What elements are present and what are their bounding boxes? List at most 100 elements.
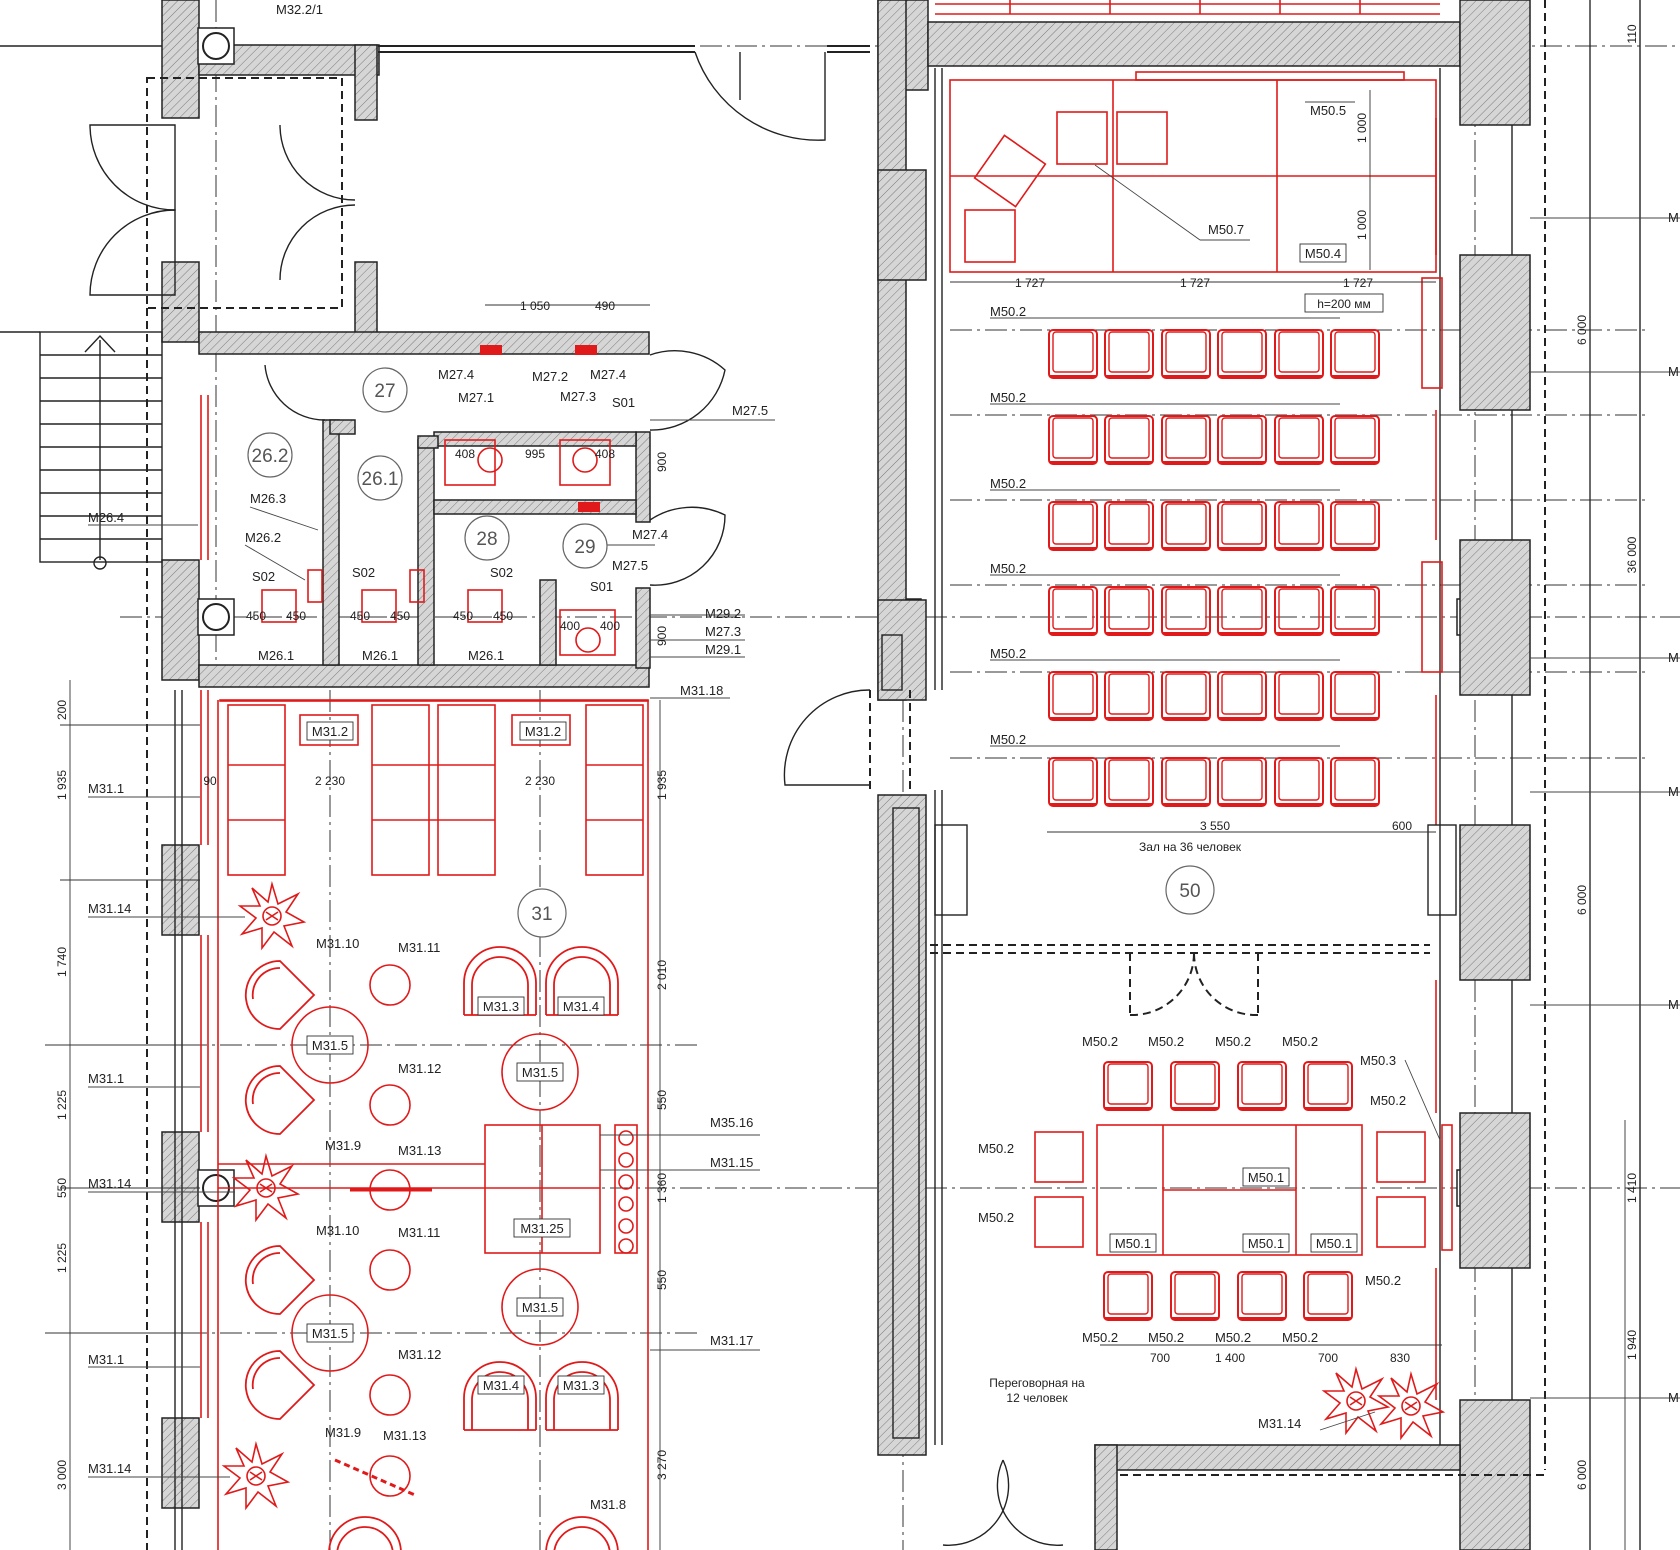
dim-408-a: 408	[455, 447, 475, 461]
chair-icon	[1103, 1061, 1153, 1111]
dim-1935-b: 1 935	[655, 770, 669, 800]
dim-110: 110	[1625, 24, 1639, 43]
tag-m26-4: М26.4	[88, 510, 124, 525]
tag-m50-2-bot3: М50.2	[1215, 1330, 1251, 1345]
tag-m50-1-d: М50.1	[1316, 1236, 1352, 1251]
hall-caption: Зал на 36 человек	[1139, 840, 1242, 854]
door-swing-icon	[89, 124, 176, 211]
armchair-icon	[463, 1361, 537, 1431]
dim-1740: 1 740	[55, 947, 69, 977]
dim-1400: 1 400	[1215, 1351, 1245, 1365]
tag-m50-2-row5: М50.2	[990, 646, 1026, 661]
dim-6000-c: 6 000	[1575, 1460, 1589, 1490]
stairs	[0, 45, 163, 570]
chair-icon	[1303, 1061, 1353, 1111]
dim-1940: 1 940	[1625, 1330, 1639, 1360]
tag-m-cut-5: М	[1668, 997, 1679, 1012]
room-number-26-2: 26.2	[252, 446, 289, 467]
tag-m27-3-b: М27.3	[705, 624, 741, 639]
tag-m31-5-b: М31.5	[522, 1065, 558, 1080]
tag-m50-1-c: М50.1	[1248, 1236, 1284, 1251]
meeting-caption-line1: Переговорная на	[989, 1376, 1085, 1390]
tag-m31-17: М31.17	[710, 1333, 753, 1348]
chair-icon	[1217, 757, 1267, 807]
tag-m26-1-3: М26.1	[468, 648, 504, 663]
chair-icon	[1330, 329, 1380, 379]
tag-m50-4: М50.4	[1305, 246, 1341, 261]
dim-1225-b: 1 225	[55, 1243, 69, 1273]
tag-m29-2: М29.2	[705, 606, 741, 621]
tag-m-cut-4: М	[1668, 784, 1679, 799]
dim-400-b: 400	[600, 619, 620, 633]
tag-m31-13-b: М31.13	[383, 1428, 426, 1443]
dim-3270: 3 270	[655, 1450, 669, 1480]
dim-2010: 2 010	[655, 960, 669, 990]
tag-m31-12-a: М31.12	[398, 1061, 441, 1076]
tag-m31-3-b: М31.3	[563, 1378, 599, 1393]
chair-icon	[1161, 671, 1211, 721]
tag-m50-2-row2: М50.2	[990, 390, 1026, 405]
tag-m31-14-a: М31.14	[88, 901, 131, 916]
chair-icon	[1237, 1061, 1287, 1111]
chair-icon	[1048, 501, 1098, 551]
tag-m31-10-b: М31.10	[316, 1223, 359, 1238]
chair-icon	[1274, 586, 1324, 636]
dim-900-a: 900	[655, 452, 669, 472]
tag-m50-2-top1: М50.2	[1082, 1034, 1118, 1049]
tag-m31-25: М31.25	[520, 1221, 563, 1236]
dim-1935-a: 1 935	[55, 770, 69, 800]
tag-m50-2-top3: М50.2	[1215, 1034, 1251, 1049]
tag-m31-15: М31.15	[710, 1155, 753, 1170]
armchair-icon	[545, 1361, 619, 1431]
meeting-chairs	[1103, 1061, 1353, 1321]
dim-3000: 3 000	[55, 1460, 69, 1490]
dim-1000-b: 1 000	[1355, 210, 1369, 240]
chair-icon	[1104, 329, 1154, 379]
tag-m50-2-left2: М50.2	[978, 1210, 1014, 1225]
chair-icon	[1330, 501, 1380, 551]
chair-icon	[1161, 757, 1211, 807]
meeting-caption-line2: 12 человек	[1006, 1391, 1068, 1405]
chair-icon	[1274, 757, 1324, 807]
tag-m26-2: М26.2	[245, 530, 281, 545]
wc-fixtures	[261, 345, 616, 656]
chair-icon	[1170, 1061, 1220, 1111]
dim-6000-b: 6 000	[1575, 885, 1589, 915]
dim-450-c: 450	[350, 609, 370, 623]
armchair-icon	[244, 960, 315, 1030]
dim-36000: 36 000	[1625, 536, 1639, 573]
dim-1225-a: 1 225	[55, 1090, 69, 1120]
dim-200: 200	[55, 700, 69, 720]
tag-m50-7: М50.7	[1208, 222, 1244, 237]
room-number-29: 29	[574, 537, 595, 558]
tag-m31-4-a: М31.4	[563, 999, 599, 1014]
tag-m31-1-b: М31.1	[88, 1071, 124, 1086]
chair-icon	[1217, 501, 1267, 551]
chair-icon	[1330, 671, 1380, 721]
tag-m-cut-3: М	[1668, 650, 1679, 665]
dim-700-a: 700	[1150, 1351, 1170, 1365]
chair-icon	[1048, 757, 1098, 807]
room-number-28: 28	[476, 529, 497, 550]
door-swings	[89, 51, 1064, 1546]
room-bubbles: 27 26.2 26.1 28 29 31 50	[247, 367, 1215, 938]
tag-m31-5-a: М31.5	[312, 1038, 348, 1053]
tag-m31-9-b: М31.9	[325, 1425, 361, 1440]
left-window-strip	[174, 395, 209, 1550]
tag-m50-2-top4: М50.2	[1282, 1034, 1318, 1049]
chair-icon	[1217, 671, 1267, 721]
dim-550-a: 550	[55, 1178, 69, 1198]
plant-icon	[223, 1443, 289, 1509]
dim-450-b: 450	[286, 609, 306, 623]
tag-m27-4-a: М27.4	[438, 367, 474, 382]
tag-m50-2-row4: М50.2	[990, 561, 1026, 576]
tag-m50-1-a: М50.1	[1248, 1170, 1284, 1185]
walls-left-block	[146, 0, 870, 1550]
dim-1410: 1 410	[1625, 1173, 1639, 1203]
plant-icon	[1323, 1368, 1389, 1434]
tag-s02-3: S02	[490, 565, 513, 580]
dim-830: 830	[1390, 1351, 1410, 1365]
dim-1360: 1 360	[655, 1173, 669, 1203]
